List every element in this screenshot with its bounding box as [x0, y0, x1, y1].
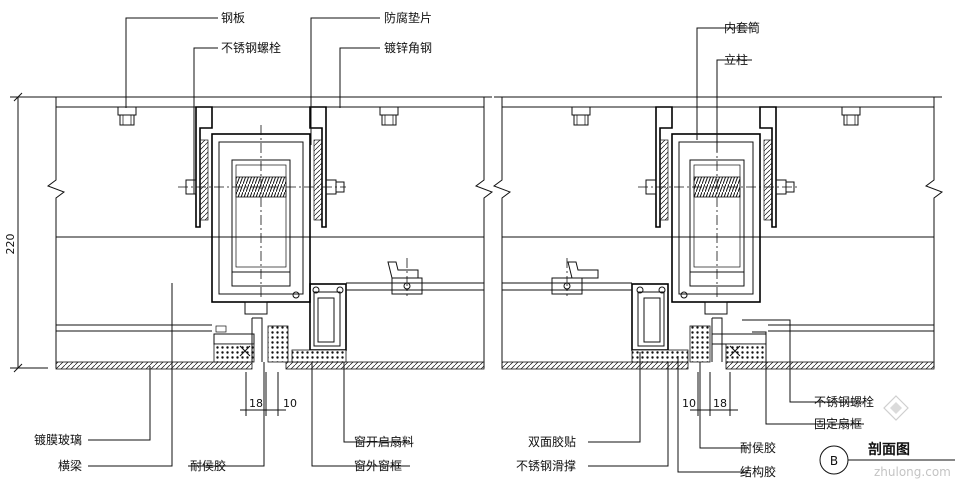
label-structural-sealant: 结构胶	[740, 464, 776, 479]
ss-stay-left	[346, 258, 484, 296]
ss-stay-right	[502, 258, 632, 296]
dim-left-b: 10	[283, 397, 297, 410]
label-inner-sleeve: 内套筒	[724, 20, 760, 35]
watermark-text: zhulong.com	[874, 465, 951, 479]
section-marker: B 剖面图	[819, 441, 955, 475]
label-ss-bolt-right: 不锈钢螺栓	[814, 394, 874, 409]
section-marker-letter: B	[830, 454, 838, 468]
steel-plate-left	[55, 96, 485, 108]
labels: 钢板 不锈钢螺栓 防腐垫片 镀锌角钢 内套筒 立柱 镀膜玻璃 横梁 耐侯胶 窗开…	[34, 10, 874, 479]
dim-right-a: 10	[682, 397, 696, 410]
glass-right	[501, 361, 689, 370]
window-sash-right	[631, 283, 669, 351]
label-double-tape: 双面胶贴	[528, 434, 576, 449]
dim-right-b: 18	[713, 397, 727, 410]
plate-bolt-left	[117, 106, 137, 126]
dim-height-text: 220	[4, 234, 17, 255]
label-anti-corrosion-pad: 防腐垫片	[384, 10, 432, 25]
label-mullion: 立柱	[724, 52, 748, 67]
label-window-sash: 窗开启扇料	[354, 434, 414, 449]
label-ss-bolt-top: 不锈钢螺栓	[221, 40, 281, 55]
label-weather-sealant-right: 耐侯胶	[740, 440, 776, 455]
break-line-mid-right	[492, 107, 512, 368]
dim-left-bottom: 18 10	[240, 372, 297, 416]
mullion-right	[671, 133, 761, 303]
section-title: 剖面图	[868, 441, 910, 458]
label-fixed-frame: 固定扇框	[814, 416, 862, 431]
glass-right-2	[725, 361, 935, 370]
dim-height: 220	[4, 92, 48, 373]
break-line-right	[924, 107, 944, 368]
plate-bolt-right-b	[841, 106, 861, 126]
label-coated-glass: 镀膜玻璃	[34, 433, 82, 447]
glass-left	[55, 361, 253, 370]
dim-left-a: 18	[249, 397, 263, 410]
watermark: zhulong.com	[874, 395, 951, 479]
angle-steel-left	[195, 106, 213, 228]
label-galvanized-angle: 镀锌角钢	[384, 41, 432, 55]
break-line-left	[46, 107, 66, 368]
right-assembly	[492, 96, 944, 370]
dim-right-bottom: 10 18	[682, 372, 738, 416]
window-sash-left	[309, 283, 347, 351]
break-line-mid-left	[474, 107, 494, 368]
steel-plate-right	[501, 96, 935, 108]
glass-left-2	[285, 361, 485, 370]
label-weather-sealant-left: 耐侯胶	[190, 458, 226, 473]
label-window-frame: 窗外窗框	[354, 459, 402, 473]
label-ss-stay: 不锈钢滑撑	[516, 458, 576, 473]
plate-bolt-right	[379, 106, 399, 126]
plate-bolt-right-a	[571, 106, 591, 126]
label-steel-plate: 钢板	[221, 11, 245, 25]
leaders	[88, 17, 864, 473]
angle-steel-right	[309, 106, 327, 228]
label-transom: 横梁	[58, 458, 82, 473]
left-assembly	[46, 96, 494, 370]
